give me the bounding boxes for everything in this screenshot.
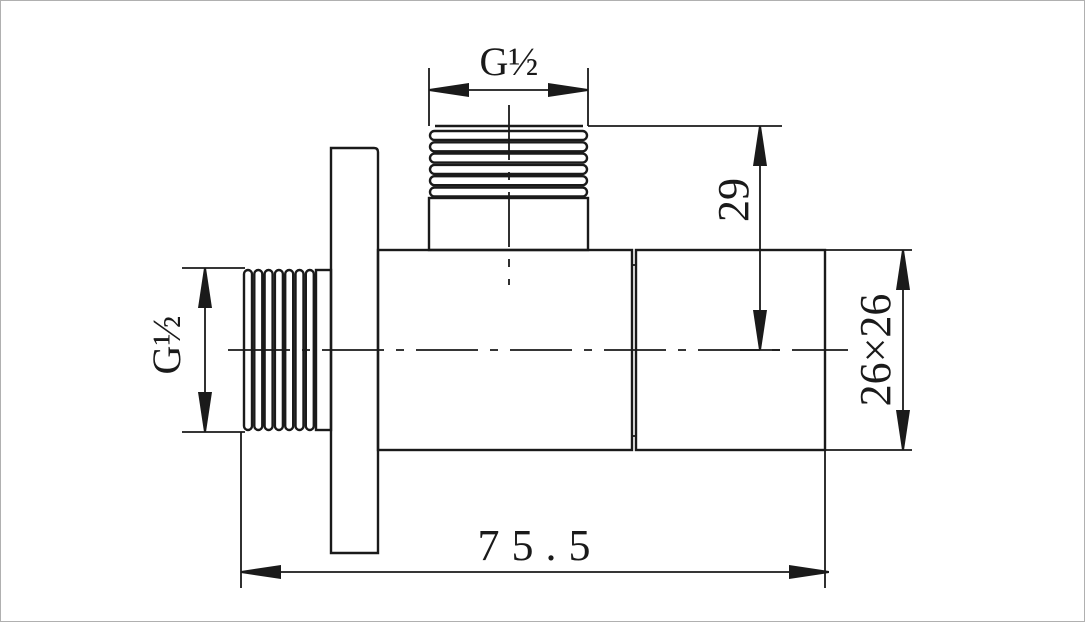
section-label: 26×26 [851, 294, 900, 407]
top-thread-dimension: G½ [428, 39, 589, 126]
length-dimension: 75.5 [240, 432, 829, 588]
height-label: 29 [709, 178, 758, 222]
left-thread-label: G½ [144, 316, 189, 375]
top-thread-label: G½ [480, 39, 539, 84]
left-thread-dimension: G½ [144, 267, 245, 433]
wall-flange [329, 146, 380, 555]
section-dimension: 26×26 [825, 249, 912, 451]
length-label: 75.5 [478, 521, 603, 570]
height-dimension: 29 [588, 125, 782, 351]
